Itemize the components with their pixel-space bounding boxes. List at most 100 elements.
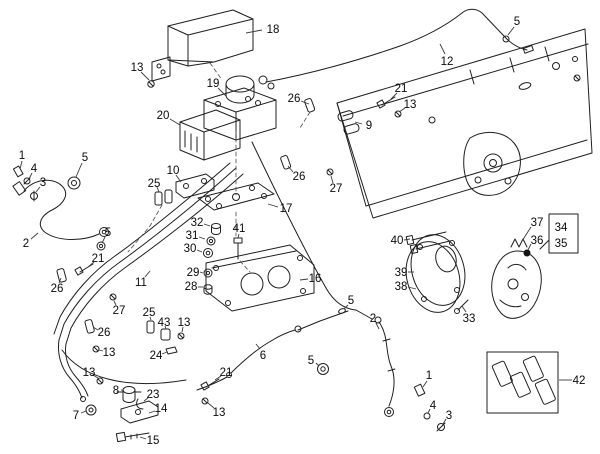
front-hose-drawing [12,165,109,276]
part-number-21: 21 [92,253,105,265]
part-number-4: 4 [31,163,38,175]
leader-line-1 [422,380,428,388]
leader-line-21 [214,375,222,381]
leader-line-37 [521,226,532,242]
leader-line-5 [315,362,320,367]
leader-line-13 [140,71,150,81]
leader-line-38 [407,286,417,290]
part-number-37: 37 [531,217,544,229]
small-parts-drawing [56,96,402,443]
guide-lines-drawing [127,62,311,273]
part-number-1: 1 [19,150,25,162]
leader-line-9 [354,121,363,125]
pipe-network-drawing [53,8,534,402]
part-number-36: 36 [531,235,544,247]
part-number-27: 27 [113,305,126,317]
part-number-25: 25 [143,307,156,319]
part-number-4: 4 [430,400,437,412]
leader-line-32 [203,223,211,227]
cover-drawing [147,9,254,88]
leader-line-7 [80,410,87,414]
leader-line-31 [198,236,206,240]
part-number-8: 8 [113,385,119,397]
leader-line-5 [343,304,349,310]
part-number-2: 2 [370,313,376,325]
leader-line-40 [403,238,411,241]
part-number-2: 2 [23,238,29,250]
part-number-5: 5 [514,16,520,28]
part-number-13: 13 [131,62,144,74]
leader-line-25 [156,186,160,193]
leader-line-13 [181,326,184,333]
part-number-12: 12 [441,56,454,68]
rear-hose-drawing [374,316,446,432]
leader-line-26 [58,277,62,284]
caliper-drawing [491,213,579,319]
part-number-3: 3 [446,410,452,422]
leader-line-3 [35,186,41,193]
leader-line-23 [143,397,149,402]
leader-line-2 [30,232,39,240]
leader-line-2 [375,322,380,330]
part-number-38: 38 [395,281,408,293]
leader-line-16 [299,278,309,281]
leader-line-29 [199,271,204,274]
leader-line-36 [527,243,532,251]
leader-line-18 [245,29,263,34]
leader-line-25 [149,316,152,321]
part-number-19: 19 [207,78,220,90]
part-number-42: 42 [573,375,586,387]
part-number-7: 7 [73,410,79,422]
leader-line-21 [87,261,95,268]
leader-line-12 [439,43,446,55]
part-number-39: 39 [395,267,408,279]
part-number-5: 5 [82,152,88,164]
leader-line-15 [139,436,147,440]
part-number-31: 31 [186,230,199,242]
part-number-20: 20 [157,110,170,122]
leader-line-26 [300,100,310,105]
leader-line-26 [92,326,99,331]
part-number-10: 10 [167,165,180,177]
leader-line-43 [164,325,167,330]
callout-layer: 1813195122621139201453102526271732313041… [19,16,586,447]
part-number-28: 28 [185,281,198,293]
part-number-16: 16 [309,273,322,285]
part-number-29: 29 [187,267,200,279]
part-number-13: 13 [178,317,191,329]
leader-line-19 [217,87,227,97]
leader-line-13 [207,402,215,409]
part-number-41: 41 [233,223,246,235]
part-number-6: 6 [260,350,266,362]
part-number-18: 18 [267,24,280,36]
part-number-13: 13 [103,347,116,359]
part-number-9: 9 [366,120,372,132]
leader-line-10 [175,174,182,183]
part-number-43: 43 [158,317,171,329]
part-number-35: 35 [555,238,568,250]
leader-line-1 [19,160,23,170]
part-number-15: 15 [147,435,160,447]
leader-line-11 [144,270,151,278]
part-number-23: 23 [147,389,160,401]
part-number-40: 40 [391,235,404,247]
leader-line-27 [113,300,117,306]
part-number-26: 26 [98,327,111,339]
leader-line-30 [196,249,203,253]
part-number-5: 5 [348,295,354,307]
mounting-plate-drawing [205,244,315,312]
leader-line-5 [75,162,83,178]
part-number-14: 14 [155,403,168,415]
part-number-13: 13 [404,99,417,111]
line-art [12,8,593,443]
leader-line-20 [169,118,181,126]
part-number-21: 21 [395,83,408,95]
part-number-27: 27 [330,183,343,195]
part-number-11: 11 [135,277,147,289]
leader-line-33 [461,305,467,313]
part-number-30: 30 [184,243,197,255]
leader-line-41 [237,233,240,239]
leader-line-5 [101,236,106,244]
